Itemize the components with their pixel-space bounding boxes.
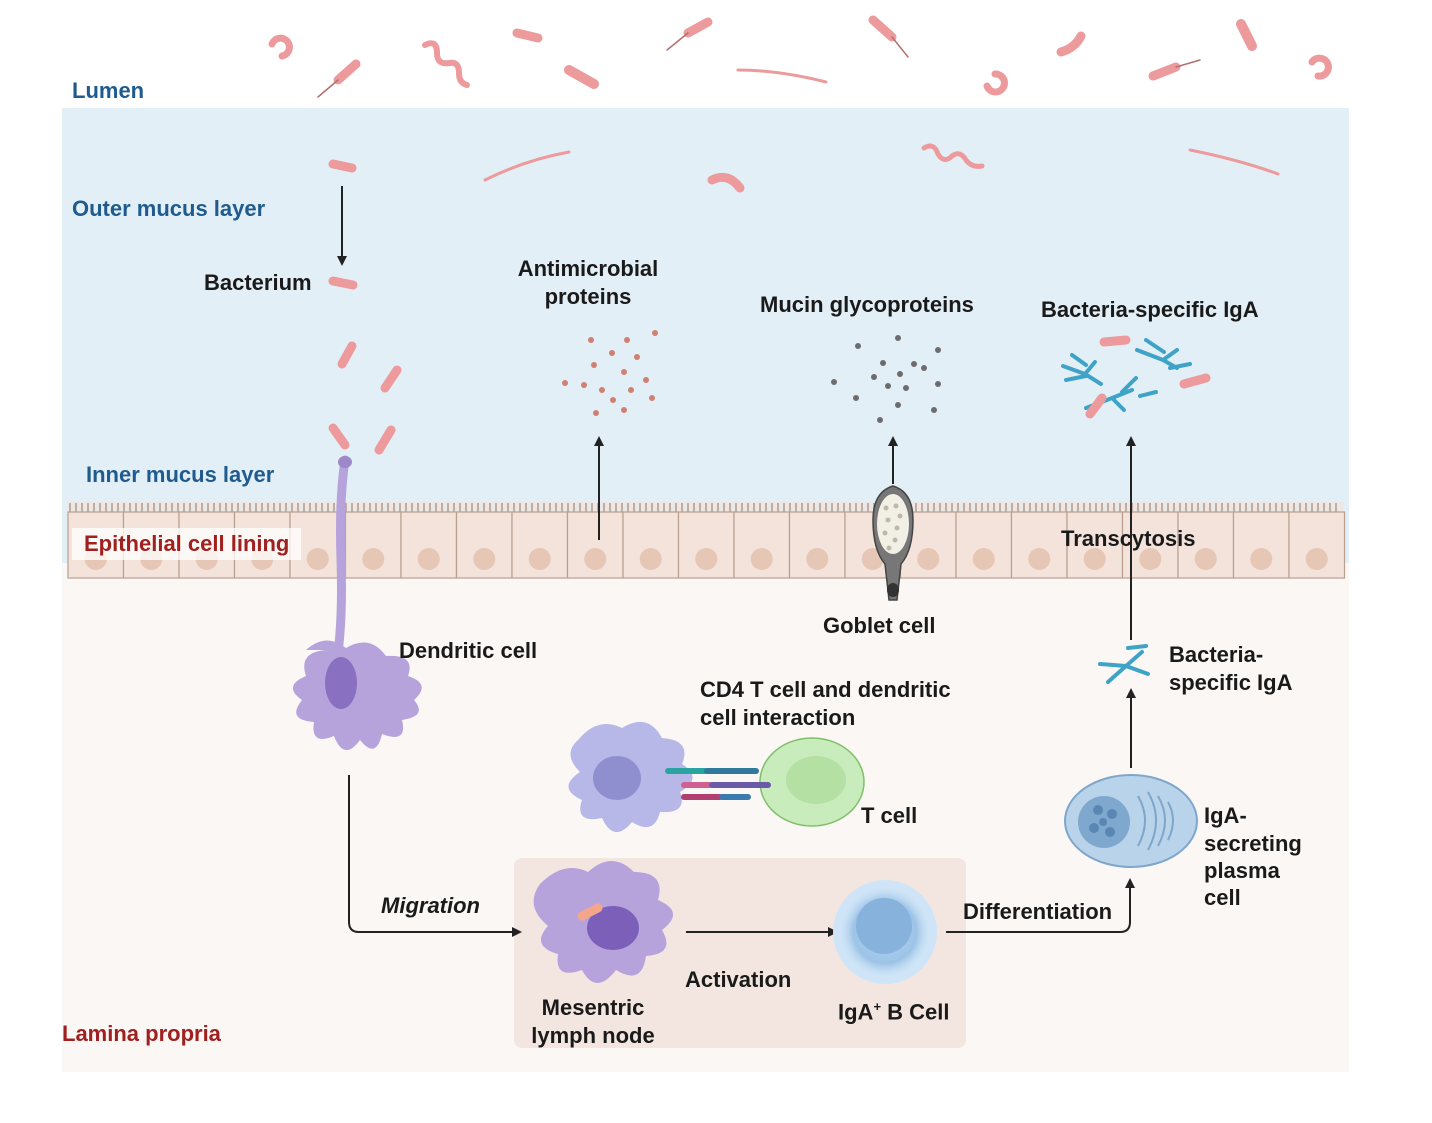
dendritic-cell-label: Dendritic cell — [399, 638, 538, 663]
mucin-dots — [831, 335, 941, 423]
bacterium-label: Bacterium — [204, 270, 312, 295]
tcell — [759, 737, 865, 827]
plasma-label-3: plasma — [1204, 858, 1280, 883]
epithelial-nucleus — [306, 548, 329, 570]
migration-arrow — [348, 775, 522, 937]
goblet-cell — [872, 485, 914, 601]
iga-antibody-cluster — [1061, 338, 1192, 412]
differentiation-label: Differentiation — [963, 899, 1113, 924]
epithelial-nucleus — [1305, 548, 1328, 570]
mucin-label: Mucin glycoproteins — [760, 292, 974, 317]
microvilli-border — [69, 503, 1337, 512]
bcell-label-sup: + — [873, 999, 882, 1014]
lumen-label: Lumen — [72, 78, 145, 103]
lamina-propria-label: Lamina propria — [62, 1021, 221, 1046]
lymph-node-label-1: Mesentric — [541, 995, 645, 1020]
epithelial-nucleus — [1250, 548, 1273, 570]
cd4-label-1: CD4 T cell and dendritic — [700, 677, 951, 702]
cd4-dendritic-cell — [568, 721, 693, 833]
iga-mid-antibody — [1098, 644, 1150, 684]
goblet-cell-label: Goblet cell — [823, 613, 936, 638]
outer-mucus-label: Outer mucus layer — [72, 196, 266, 221]
mucus-layer-region — [62, 108, 1349, 563]
tcell-label: T cell — [861, 803, 918, 828]
epithelial-nucleus — [417, 548, 440, 570]
iga-mid-label-1: Bacteria- — [1169, 642, 1264, 667]
epithelial-nucleus — [528, 548, 551, 570]
migration-label: Migration — [381, 893, 480, 918]
bcell-label-post: B Cell — [881, 999, 950, 1025]
epithelial-cell — [566, 511, 624, 579]
plasma-label-2: secreting — [1204, 831, 1302, 856]
iga-mid-label-2: specific IgA — [1169, 670, 1293, 695]
plasma-label-1: IgA- — [1204, 803, 1247, 828]
transcytosis-label: Transcytosis — [1061, 526, 1196, 551]
activation-label: Activation — [685, 967, 792, 992]
bcell-label: IgA+ B Cell — [838, 993, 950, 1026]
epithelium-label: Epithelial cell lining — [72, 528, 302, 560]
epithelial-nucleus — [584, 548, 607, 570]
iga-b-cell — [833, 880, 937, 984]
lymph-node-dendritic-cell — [533, 861, 674, 983]
receptor-interaction — [665, 768, 771, 800]
differentiation-arrow — [946, 878, 1135, 933]
cd4-label-2: cell interaction — [700, 705, 856, 730]
inner-mucus-label: Inner mucus layer — [86, 462, 275, 487]
epithelial-nucleus — [1139, 548, 1162, 570]
lumen-bacteria — [268, 15, 1332, 455]
epithelial-nucleus — [806, 548, 829, 570]
epithelial-nucleus — [639, 548, 662, 570]
epithelial-nucleus — [917, 548, 940, 570]
lymph-node-label-2: lymph node — [531, 1023, 655, 1048]
iga-bound-bacteria — [1085, 335, 1211, 419]
plasma-cell — [1064, 774, 1198, 868]
dendritic-cell — [292, 455, 422, 751]
antimicrobial-label-1: Antimicrobial — [517, 256, 659, 281]
epithelial-nucleus — [1028, 548, 1051, 570]
iga-top-label: Bacteria-specific IgA — [1041, 297, 1259, 322]
epithelial-nucleus — [972, 548, 995, 570]
epithelial-nucleus — [362, 548, 385, 570]
antimicrobial-label-2: proteins — [544, 284, 632, 309]
epithelial-nucleus — [750, 548, 773, 570]
antimicrobial-protein-dots — [562, 330, 658, 416]
epithelial-nucleus — [695, 548, 718, 570]
epithelial-nucleus — [473, 548, 496, 570]
bcell-label-pre: IgA — [838, 999, 874, 1025]
plasma-label-4: cell — [1204, 885, 1241, 910]
epithelial-nucleus — [1194, 548, 1217, 570]
epithelial-nucleus — [1083, 548, 1106, 570]
